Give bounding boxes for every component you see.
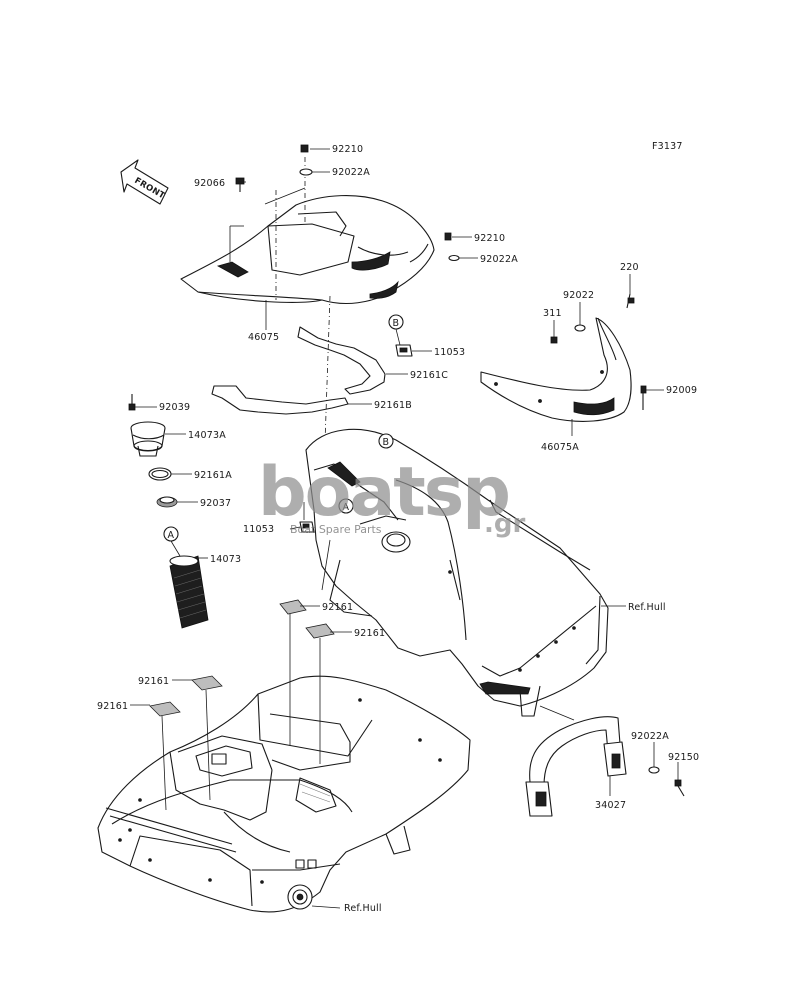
label-11053-upper: 11053 <box>434 347 465 358</box>
svg-text:A: A <box>343 502 350 513</box>
label-92161a: 92161A <box>194 470 232 481</box>
label-92039: 92039 <box>159 402 190 413</box>
washer-92022a-top-icon <box>299 168 313 176</box>
washer-92022-icon <box>574 324 586 332</box>
label-92161-mid2: 92161 <box>354 628 385 639</box>
handle-cover-46075a <box>480 317 632 422</box>
bolt-220-icon <box>626 293 635 309</box>
label-92161-left1: 92161 <box>138 676 169 687</box>
callout-a-hull: A <box>338 498 354 514</box>
svg-text:B: B <box>393 318 400 329</box>
seat-cover-46075 <box>180 194 435 305</box>
label-92210-right: 92210 <box>474 233 505 244</box>
label-92022a-top: 92022A <box>332 167 370 178</box>
gasket-92161c <box>297 326 386 395</box>
label-311: 311 <box>543 308 562 319</box>
bolt-92150-icon <box>674 779 685 797</box>
front-arrow-icon: FRONT <box>120 159 169 205</box>
label-220: 220 <box>620 262 639 273</box>
watermark-brand: boatsp <box>258 453 509 532</box>
bolt-92009-icon <box>640 385 647 410</box>
label-92009: 92009 <box>666 385 697 396</box>
watermark-tld: .gr <box>484 509 525 539</box>
sticker-92161-left2 <box>149 701 181 717</box>
figure-code: F3137 <box>652 141 683 152</box>
sticker-92161-mid1 <box>279 599 307 615</box>
svg-text:A: A <box>168 530 175 541</box>
label-92022: 92022 <box>563 290 594 301</box>
label-46075a: 46075A <box>541 442 579 453</box>
bolt-92066-icon <box>235 177 245 192</box>
label-14073a: 14073A <box>188 430 226 441</box>
bolt-92210-right-icon <box>444 232 452 241</box>
clamp-92039-icon <box>128 394 136 411</box>
watermark: boatsp .gr Boat Spare Parts <box>258 453 525 539</box>
sticker-92161-mid2 <box>305 623 335 639</box>
nut-311-icon <box>550 336 558 344</box>
callout-b-upper: B <box>388 314 404 330</box>
clamp-92037-icon <box>156 496 178 508</box>
label-ref-hull-right: Ref.Hull <box>628 602 666 613</box>
label-92161b: 92161B <box>374 400 412 411</box>
grab-handle-34027 <box>525 716 627 817</box>
hose-14073 <box>169 555 209 629</box>
label-ref-hull-bottom: Ref.Hull <box>344 903 382 914</box>
label-92037: 92037 <box>200 498 231 509</box>
label-92161-mid1: 92161 <box>322 602 353 613</box>
bolt-92210-top-icon <box>300 144 309 153</box>
label-11053-lower: 11053 <box>243 524 274 535</box>
hull-deck-section <box>305 428 609 717</box>
label-92150: 92150 <box>668 752 699 763</box>
label-14073: 14073 <box>210 554 241 565</box>
label-92161-left2: 92161 <box>97 701 128 712</box>
callout-b-hull: B <box>378 433 394 449</box>
ring-92161a-icon <box>148 467 172 481</box>
label-92066: 92066 <box>194 178 225 189</box>
label-92161c: 92161C <box>410 370 448 381</box>
watermark-tagline: Boat Spare Parts <box>290 523 382 536</box>
clip-11053-lower-icon <box>299 521 315 533</box>
fitting-14073a <box>130 421 166 457</box>
washer-92022a-bottom-icon <box>648 766 660 774</box>
label-34027: 34027 <box>595 800 626 811</box>
lower-hull <box>97 675 471 913</box>
label-92022a-bottom: 92022A <box>631 731 669 742</box>
svg-text:B: B <box>383 437 390 448</box>
callout-a-hose: A <box>163 526 179 542</box>
label-92022a-right: 92022A <box>480 254 518 265</box>
label-92210-top: 92210 <box>332 144 363 155</box>
clip-11053-upper-icon <box>395 344 413 357</box>
gasket-92161b <box>211 385 349 415</box>
sticker-92161-left1 <box>191 675 223 691</box>
label-46075: 46075 <box>248 332 279 343</box>
washer-92022a-right-icon <box>448 254 460 262</box>
